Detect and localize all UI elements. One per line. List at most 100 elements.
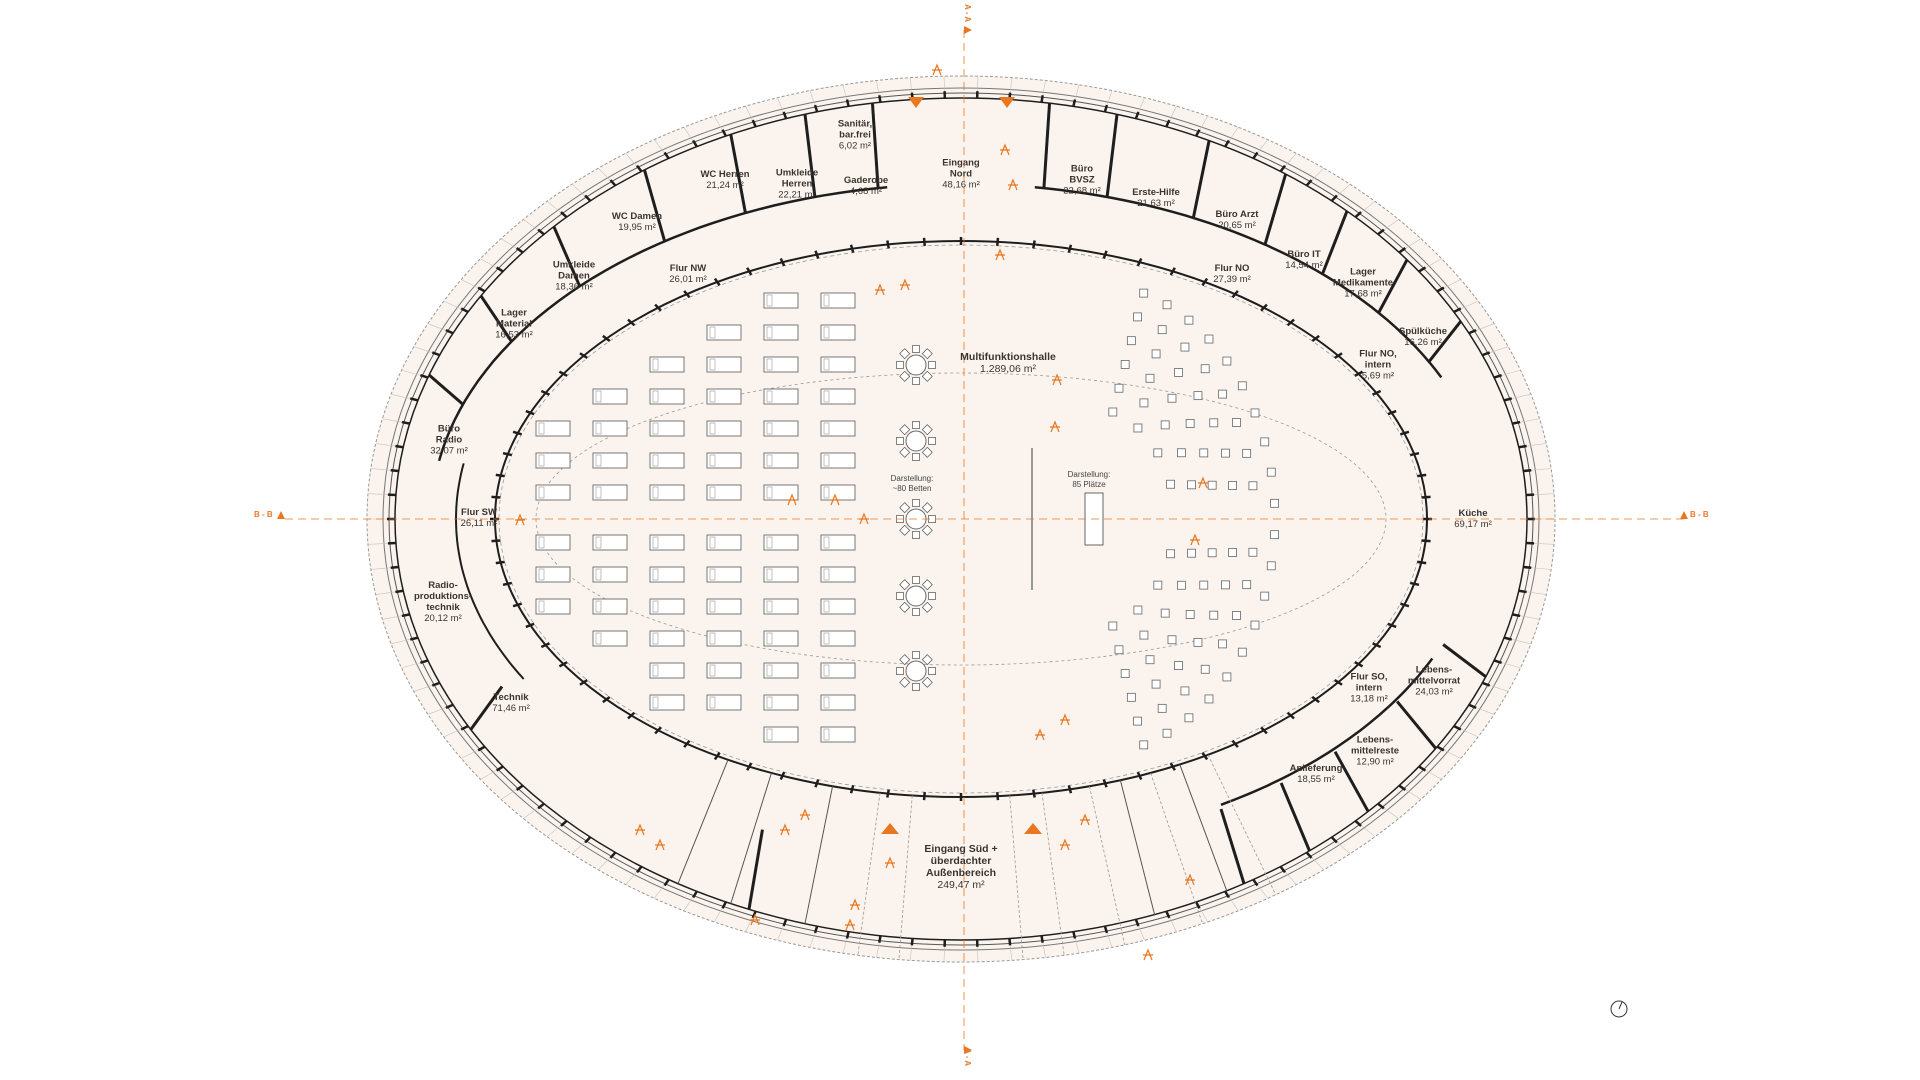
room-partition xyxy=(1321,210,1349,275)
bed-pillow xyxy=(823,326,830,339)
chair-icon xyxy=(1185,419,1195,428)
facade-column xyxy=(1305,851,1313,859)
chair-icon xyxy=(1237,647,1247,657)
facade-column xyxy=(401,420,410,425)
facade-column xyxy=(584,836,592,844)
facade-column xyxy=(1398,247,1407,254)
seats-note: Darstellung: 85 Plätze xyxy=(1067,470,1111,489)
hall-column xyxy=(1372,642,1382,649)
chair-icon xyxy=(1193,637,1203,647)
facade-column xyxy=(692,139,698,148)
bed-icon xyxy=(763,452,799,469)
entrance-arrow-icon xyxy=(1024,823,1042,834)
facade-column xyxy=(495,765,504,772)
person-figure-icon xyxy=(1000,143,1010,156)
facade-column xyxy=(515,784,524,791)
bed-pillow xyxy=(595,454,602,467)
porch-grid-line xyxy=(1089,786,1126,945)
chair-icon xyxy=(1133,312,1142,322)
facade-column xyxy=(515,247,524,254)
bed-icon xyxy=(592,484,628,501)
chair-icon xyxy=(912,453,920,461)
chair-icon xyxy=(921,424,933,436)
hall-column xyxy=(814,250,820,259)
bed-icon xyxy=(592,630,628,647)
facade-column xyxy=(1072,99,1077,107)
bed-pillow xyxy=(766,486,773,499)
chair-icon xyxy=(899,370,911,382)
bed-icon xyxy=(649,534,685,551)
hall-column xyxy=(627,711,636,720)
hall-column xyxy=(746,267,753,276)
hall-column xyxy=(525,622,535,629)
hall-column xyxy=(1311,334,1320,343)
facade-column xyxy=(460,307,469,314)
chair-icon xyxy=(1180,686,1190,696)
bed-pillow xyxy=(766,390,773,403)
bed-icon xyxy=(820,452,856,469)
hall-column xyxy=(1201,277,1209,287)
facade-column xyxy=(1453,307,1462,314)
chair-icon xyxy=(1126,692,1136,702)
facade-column xyxy=(420,373,429,379)
bed-pillow xyxy=(538,568,545,581)
bed-icon xyxy=(763,420,799,437)
corridor-wall-sw xyxy=(454,463,525,680)
chair-icon xyxy=(1222,672,1232,682)
hall-column xyxy=(1136,257,1143,267)
bed-pillow xyxy=(766,358,773,371)
person-figure-icon xyxy=(995,248,1005,261)
chair-icon xyxy=(1114,383,1124,393)
chair-icon xyxy=(1120,360,1130,369)
bed-pillow xyxy=(652,536,659,549)
facade-column xyxy=(584,194,592,202)
facade-column xyxy=(445,703,454,709)
chair-icon xyxy=(1222,356,1232,366)
facade-column xyxy=(1279,865,1286,874)
porch-divider xyxy=(1119,780,1156,915)
section-label-a-bottom: A - A xyxy=(963,1048,972,1067)
bed-pillow xyxy=(709,326,716,339)
hall-column xyxy=(1400,602,1410,608)
bed-pillow xyxy=(652,390,659,403)
bed-icon xyxy=(820,388,856,405)
chair-icon xyxy=(921,654,933,666)
facade-column xyxy=(1518,444,1527,449)
porch-grid-line xyxy=(1009,795,1024,960)
facade-column xyxy=(460,724,469,731)
corridor-wall-so xyxy=(1220,657,1434,806)
bed-pillow xyxy=(823,664,830,677)
chair-icon xyxy=(912,576,920,584)
porch-grid-line xyxy=(1207,754,1277,895)
hall-column xyxy=(654,726,662,735)
facade-column xyxy=(845,931,850,939)
chair-icon xyxy=(921,348,933,360)
hall-column xyxy=(1354,370,1364,377)
bed-pillow xyxy=(538,486,545,499)
person-figure-icon xyxy=(787,493,797,506)
bed-icon xyxy=(706,388,742,405)
bed-pillow xyxy=(595,600,602,613)
room-partition xyxy=(1427,320,1462,363)
facade-column xyxy=(1523,468,1532,473)
chair-icon xyxy=(1151,679,1161,689)
chair-icon xyxy=(928,437,936,445)
facade-column xyxy=(1468,703,1477,709)
walls xyxy=(428,103,1487,960)
furniture xyxy=(515,63,1279,961)
chair-icon xyxy=(1166,549,1175,559)
chair-icon xyxy=(1160,420,1170,430)
bed-icon xyxy=(820,726,856,743)
facade-column xyxy=(1512,613,1521,618)
bed-icon xyxy=(763,356,799,373)
bed-pillow xyxy=(652,568,659,581)
room-partition xyxy=(1333,750,1370,813)
bed-pillow xyxy=(823,600,830,613)
hall-column xyxy=(779,257,786,267)
facade-column xyxy=(813,104,819,113)
hall-column xyxy=(886,240,890,249)
